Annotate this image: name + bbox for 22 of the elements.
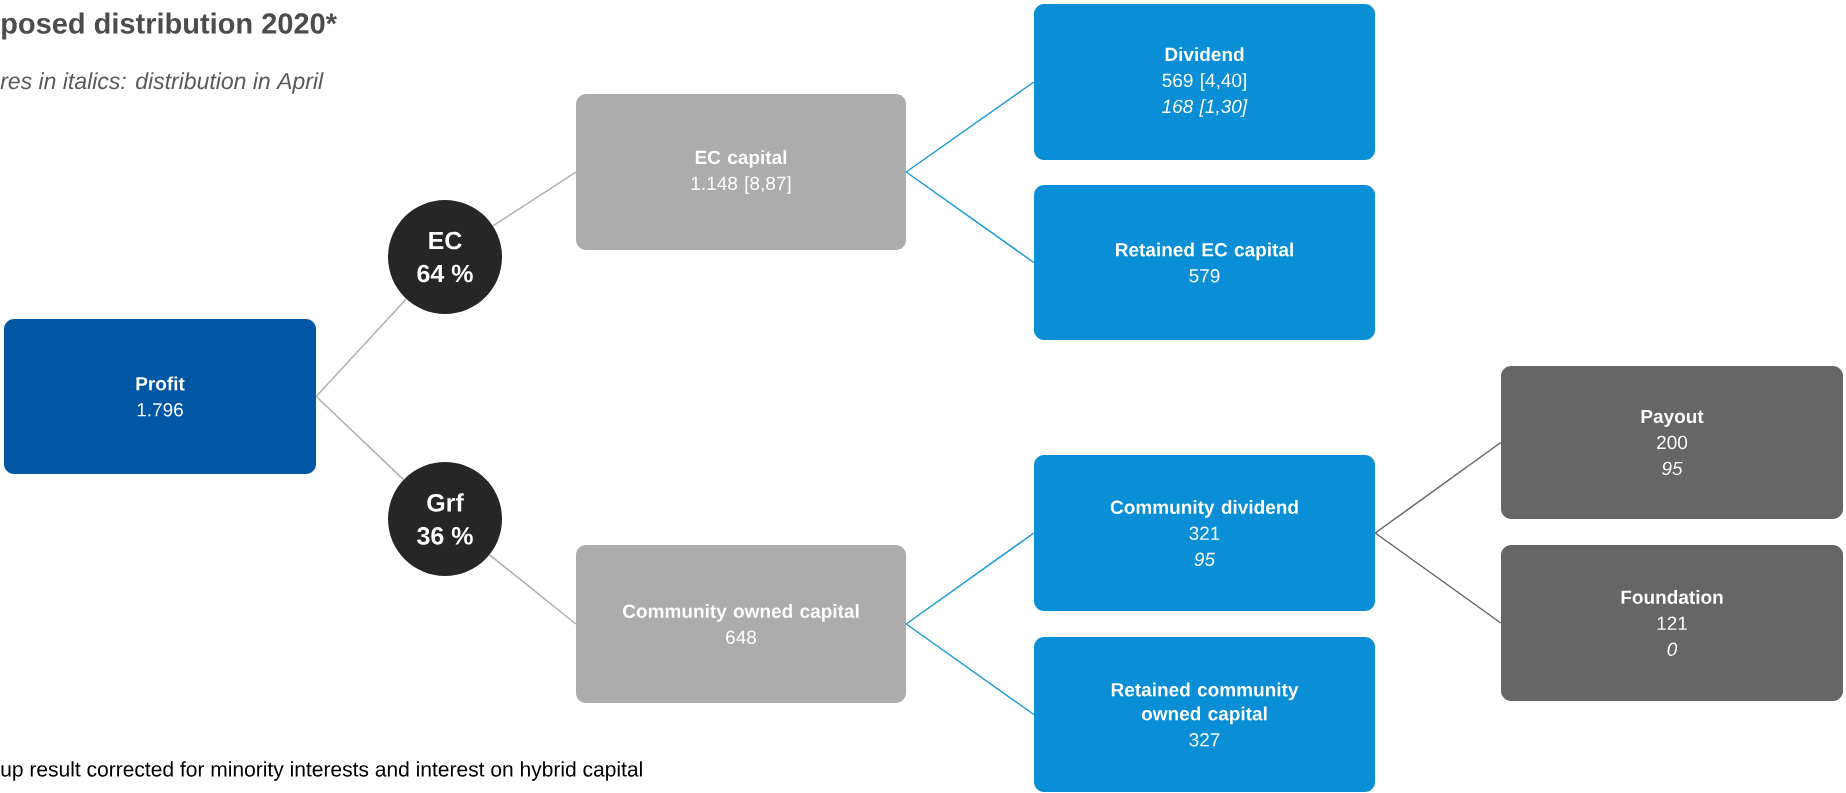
value-box: Retained community owned capital 327 xyxy=(1034,637,1375,792)
connector-line xyxy=(905,532,1035,625)
connector-line xyxy=(1374,532,1502,624)
value-box: Community dividend 321 95 xyxy=(1034,455,1375,611)
connector-line xyxy=(905,171,1035,264)
connector-line xyxy=(315,395,405,481)
value-box: Retained EC capital 579 xyxy=(1034,185,1375,340)
connector-line xyxy=(492,171,577,227)
value-box: Community owned capital 648 xyxy=(576,545,906,703)
subtitle: res in italics: distribution in April xyxy=(0,72,324,94)
connector-line xyxy=(1374,441,1502,534)
connector-line xyxy=(905,81,1035,173)
connector-line xyxy=(315,298,407,398)
value-box: Foundation 121 0 xyxy=(1501,545,1843,701)
connector-line xyxy=(488,554,577,625)
value-box: EC capital 1.148 [8,87] xyxy=(576,94,906,250)
value-box: Dividend 569 [4,40] 168 [1,30] xyxy=(1034,4,1375,160)
footnote: up result corrected for minority interests and interest on hybrid capital xyxy=(1,761,642,781)
connector-line xyxy=(905,623,1035,716)
value-box: Payout 200 95 xyxy=(1501,366,1843,519)
title: posed distribution 2020* xyxy=(2,12,337,40)
value-box: Profit 1.796 xyxy=(4,319,316,474)
